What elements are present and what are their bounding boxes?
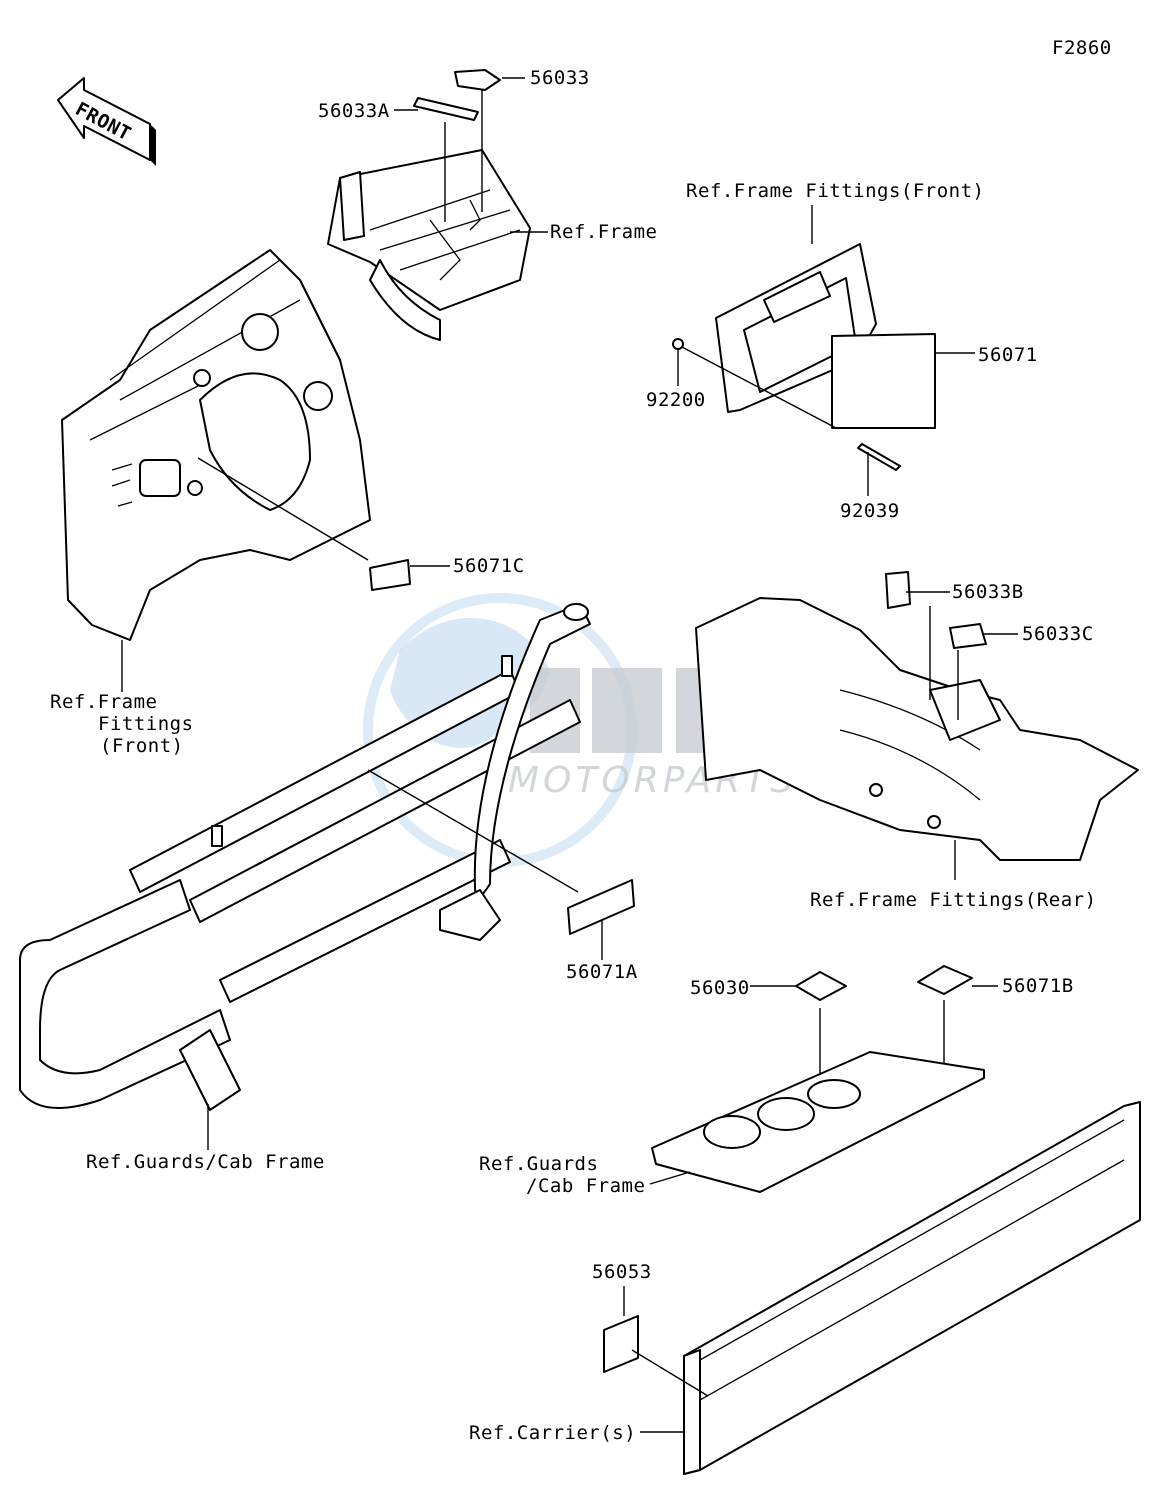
decal-56071a (567, 879, 635, 935)
label-56033b: 56033B (952, 581, 1024, 603)
label-92039: 92039 (840, 500, 900, 522)
decal-56071b (917, 965, 973, 995)
label-56071c: 56071C (453, 555, 525, 577)
label-ref-frame: Ref.Frame (550, 221, 657, 243)
label-56030: 56030 (690, 977, 750, 999)
label-ref-guards-cab-frame-left: Ref.Guards/Cab Frame (86, 1151, 325, 1173)
rear-fittings-panel (695, 571, 1139, 880)
carrier-panel (603, 1101, 1141, 1475)
label-ref-frame-fittings-rear: Ref.Frame Fittings(Rear) (810, 889, 1097, 911)
floor-plate (649, 965, 998, 1193)
label-56071a: 56071A (566, 961, 638, 983)
frame-center-bracket (327, 69, 548, 341)
label-ref-frame-fittings-front-l3: (Front) (100, 735, 184, 757)
label-ref-guards-cab-frame-right-l1: Ref.Guards (479, 1153, 598, 1175)
decal-56071c (369, 559, 411, 591)
label-56071: 56071 (978, 344, 1038, 366)
decal-56033b (885, 571, 911, 609)
guards-cab-frame (19, 603, 591, 1150)
label-ref-frame-fittings-front-l2: Fittings (98, 713, 194, 735)
label-56033a: 56033A (318, 100, 390, 122)
label-ref-carriers: Ref.Carrier(s) (469, 1422, 636, 1444)
label-56033c: 56033C (1022, 623, 1094, 645)
label-56033: 56033 (530, 67, 590, 89)
decal-56033c (949, 623, 987, 649)
figure-code: F2860 (1052, 37, 1112, 59)
front-arrow-icon: FRONT (57, 77, 156, 166)
label-ref-frame-fittings-front-top: Ref.Frame Fittings(Front) (686, 180, 984, 202)
label-ref-guards-cab-frame-right-l2: /Cab Frame (526, 1175, 645, 1197)
label-56053: 56053 (592, 1261, 652, 1283)
front-fittings-dashboard (61, 249, 371, 692)
label-92200: 92200 (646, 389, 706, 411)
decal-56030 (795, 971, 847, 1001)
decal-56053 (603, 1315, 639, 1373)
front-fittings-panel (672, 243, 975, 496)
label-ref-frame-fittings-front-l1: Ref.Frame (50, 691, 157, 713)
label-56071b: 56071B (1002, 975, 1074, 997)
